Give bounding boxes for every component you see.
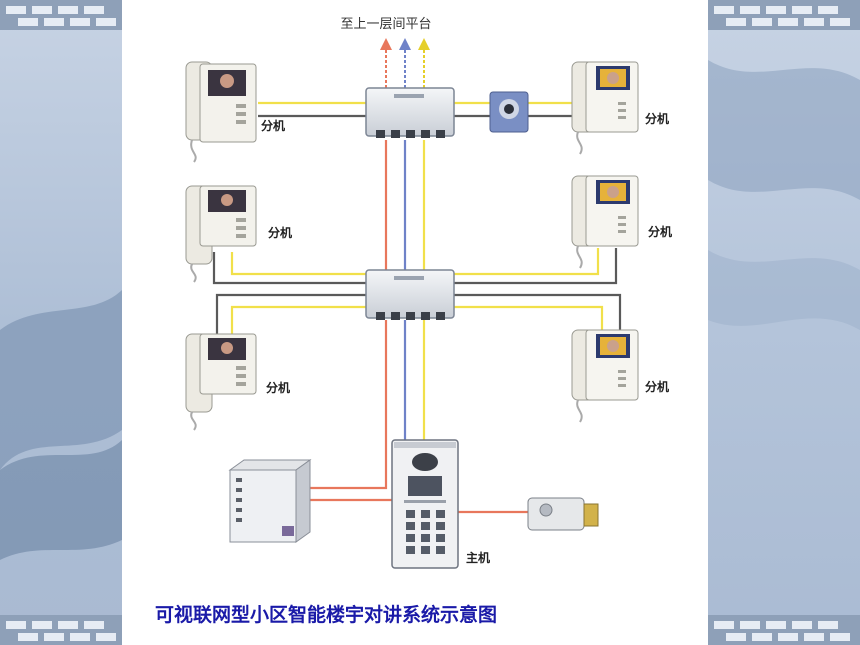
upward-riser-arrows — [380, 38, 430, 88]
right-indoor-phone-1 — [571, 61, 639, 155]
electric-lock — [527, 497, 599, 531]
top-label: 至上一层间平台 — [340, 17, 431, 32]
extension-label-left-1: 分机 — [261, 118, 285, 133]
left-indoor-phone-3 — [185, 333, 257, 431]
diagram-caption: 可视联网型小区智能楼宇对讲系统示意图 — [155, 604, 498, 626]
extension-label-left-2: 分机 — [268, 225, 292, 240]
extension-label-right-3: 分机 — [645, 379, 669, 394]
wiring — [212, 101, 622, 514]
right-background-panel — [708, 0, 860, 645]
main-door-station — [391, 439, 459, 569]
main-unit-label: 主机 — [466, 550, 490, 565]
right-indoor-phone-3 — [571, 329, 639, 423]
extension-label-right-2: 分机 — [648, 224, 672, 239]
top-distributor-box — [365, 87, 455, 138]
extension-label-right-1: 分机 — [645, 111, 669, 126]
camera-icon — [489, 91, 529, 133]
left-indoor-phone-1 — [185, 61, 257, 163]
extension-label-left-3: 分机 — [266, 380, 290, 395]
right-indoor-phone-2 — [571, 175, 639, 269]
power-supply-box — [228, 459, 312, 543]
left-background-panel — [0, 0, 122, 645]
left-indoor-phone-2 — [185, 185, 257, 283]
middle-distributor-box — [365, 269, 455, 320]
